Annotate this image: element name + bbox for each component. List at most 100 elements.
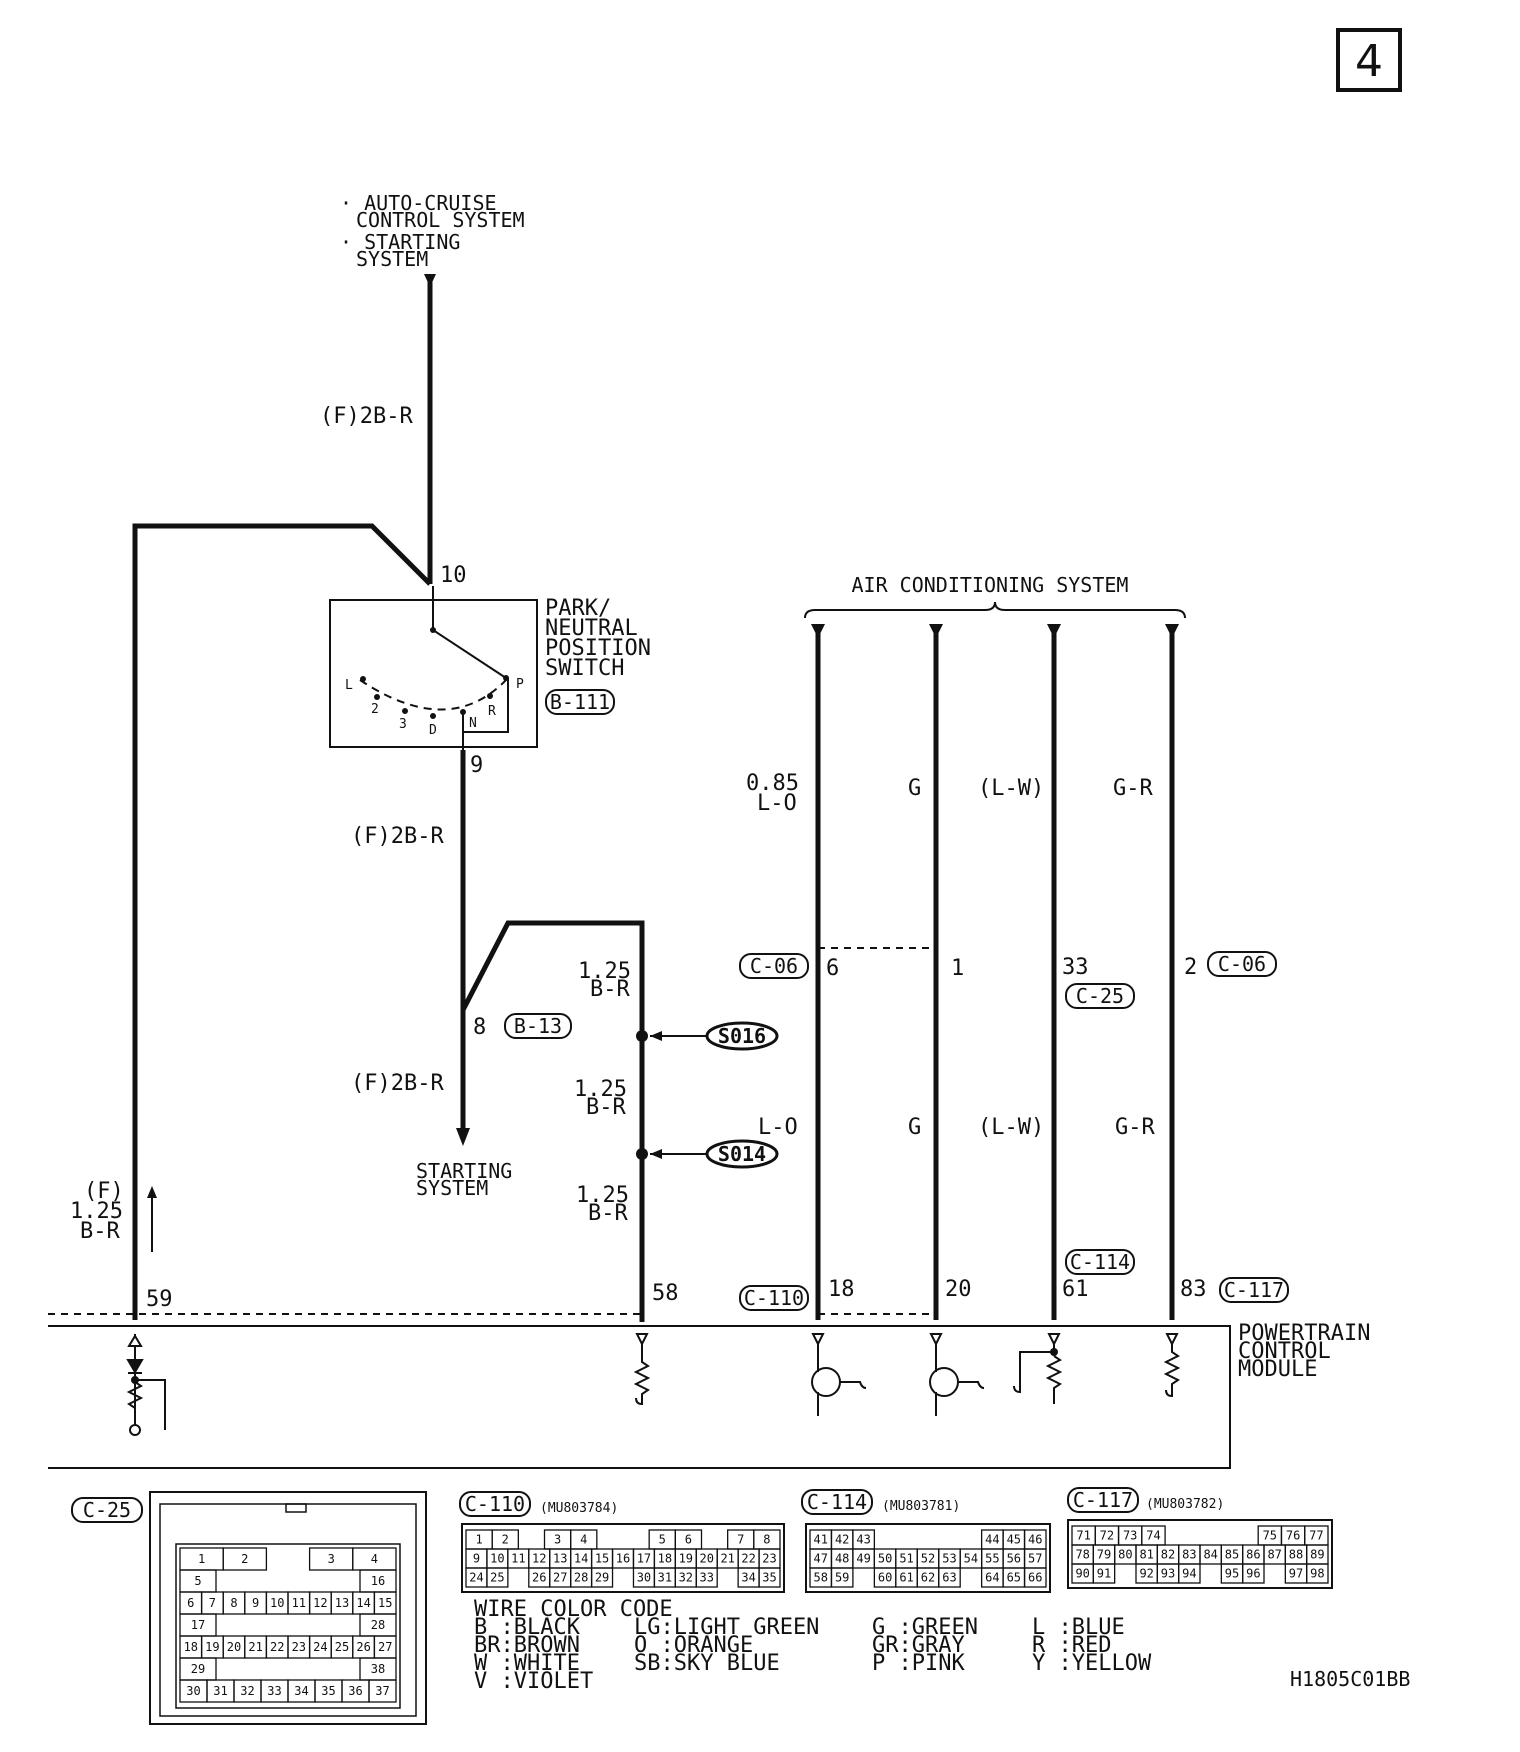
pin-number: 17	[637, 1552, 651, 1566]
pin-cell	[1306, 1563, 1329, 1584]
pin-number: 91	[1097, 1567, 1111, 1581]
svg-text:2: 2	[371, 702, 379, 717]
ac-wires	[815, 626, 1175, 1320]
view-c117-label: C-117	[1073, 1488, 1133, 1512]
pin-number: 87	[1267, 1548, 1281, 1562]
pin-number: 15	[595, 1552, 609, 1566]
pin-number: 14	[574, 1552, 588, 1566]
pin-number: 5	[194, 1574, 201, 1588]
svg-text:L-O: L-O	[757, 791, 797, 816]
pin-number: 90	[1075, 1567, 1089, 1581]
pin-number: 97	[1289, 1567, 1303, 1581]
pin-number: 16	[616, 1552, 630, 1566]
pin-number: 51	[899, 1552, 913, 1566]
svg-text:POWERTRAIN: POWERTRAIN	[1238, 1321, 1370, 1346]
pin-number: 76	[1286, 1529, 1300, 1543]
ac-upper-labels: 0.85 L-O G (L-W) G-R	[746, 771, 1153, 816]
svg-text:NEUTRAL: NEUTRAL	[545, 616, 638, 641]
pin-number: 85	[1225, 1548, 1239, 1562]
pin-number: 46	[1028, 1533, 1042, 1547]
pin-number: 65	[1007, 1571, 1021, 1585]
pin-number: 12	[532, 1552, 546, 1566]
svg-text:POSITION: POSITION	[545, 636, 651, 661]
ac-lower-labels: L-O G (L-W) G-R	[758, 1115, 1155, 1140]
pin-33: 33	[1062, 955, 1089, 980]
svg-text:3: 3	[399, 717, 407, 732]
pin-number: 2	[502, 1533, 509, 1547]
pin-number: 28	[371, 1618, 385, 1632]
pin-number: 64	[985, 1571, 999, 1585]
svg-text:SYSTEM: SYSTEM	[356, 247, 428, 271]
view-c110-label: C-110	[465, 1492, 525, 1516]
svg-text:PARK/: PARK/	[545, 596, 611, 621]
svg-text:WIRE COLOR CODE: WIRE COLOR CODE	[474, 1597, 673, 1622]
svg-text:· AUTO-CRUISE: · AUTO-CRUISE	[340, 191, 497, 215]
pcm-internal-circuits	[126, 1333, 1181, 1436]
svg-text:STARTING: STARTING	[416, 1159, 512, 1183]
pin-number: 11	[511, 1552, 525, 1566]
view-c117-part: (MU803782)	[1146, 1497, 1224, 1512]
pin-number: 42	[835, 1533, 849, 1547]
svg-text:O :ORANGE: O :ORANGE	[634, 1633, 753, 1658]
pin-number: 10	[490, 1552, 504, 1566]
svg-text:P :PINK: P :PINK	[872, 1651, 965, 1676]
pin-number: 8	[763, 1533, 770, 1547]
pin-number: 35	[762, 1571, 776, 1585]
pin-number: 9	[252, 1596, 259, 1610]
connector-b13: B-13	[514, 1014, 562, 1038]
svg-text:B :BLACK: B :BLACK	[474, 1615, 581, 1640]
pin-number: 22	[741, 1552, 755, 1566]
left-wire-label: (F) 1.25 B-R	[70, 1179, 124, 1244]
svg-text:· STARTING: · STARTING	[340, 230, 460, 254]
pin-number: 11	[292, 1596, 306, 1610]
pin-number: 7	[737, 1533, 744, 1547]
pin-8: 8	[473, 1015, 486, 1040]
pin-number: 78	[1075, 1548, 1089, 1562]
pin-number: 73	[1123, 1529, 1137, 1543]
pin-number: 29	[595, 1571, 609, 1585]
pin-number: 26	[532, 1571, 546, 1585]
pin-number: 4	[580, 1533, 587, 1547]
pcm-boundary	[48, 1325, 1231, 1469]
pin-number: 24	[313, 1640, 327, 1654]
wire-top-label: (F)2B-R	[320, 404, 413, 429]
pin-number: 88	[1289, 1548, 1303, 1562]
pin-number: 20	[700, 1552, 714, 1566]
connector-b111: B-111	[550, 690, 610, 714]
wire-low-label: (F)2B-R	[351, 1071, 444, 1096]
pin-number: 9	[473, 1552, 480, 1566]
pin-number: 50	[878, 1552, 892, 1566]
pin-number: 30	[186, 1684, 200, 1698]
top-source-label: · AUTO-CRUISE CONTROL SYSTEM · STARTING …	[340, 191, 525, 271]
pin-number: 80	[1118, 1548, 1132, 1562]
svg-text:B-R: B-R	[80, 1219, 120, 1244]
pin-number: 62	[921, 1571, 935, 1585]
pin-59: 59	[146, 1287, 173, 1312]
pin-number: 22	[270, 1640, 284, 1654]
svg-text:G: G	[908, 1115, 921, 1140]
pin-number: 13	[335, 1596, 349, 1610]
splice-s016: S016	[718, 1024, 766, 1048]
pin-number: 43	[856, 1533, 870, 1547]
pin-number: 7	[209, 1596, 216, 1610]
pin-cell	[368, 1679, 397, 1703]
pin-number: 2	[241, 1552, 248, 1566]
pin-number: 58	[814, 1571, 828, 1585]
svg-text:L :BLUE: L :BLUE	[1032, 1615, 1125, 1640]
svg-text:1.25: 1.25	[574, 1077, 627, 1102]
svg-text:B-R: B-R	[586, 1095, 626, 1120]
pin-cell	[590, 1567, 614, 1588]
svg-text:SWITCH: SWITCH	[545, 656, 624, 681]
pin-number: 60	[878, 1571, 892, 1585]
svg-text:(F): (F)	[84, 1179, 124, 1204]
pin-number: 47	[814, 1552, 828, 1566]
pin-number: 8	[230, 1596, 237, 1610]
wire-to-ground	[460, 920, 645, 1322]
pin-number: 1	[198, 1552, 205, 1566]
svg-text:L: L	[345, 678, 353, 693]
pin-number: 48	[835, 1552, 849, 1566]
pin-number: 31	[213, 1684, 227, 1698]
pin-number: 56	[1007, 1552, 1021, 1566]
